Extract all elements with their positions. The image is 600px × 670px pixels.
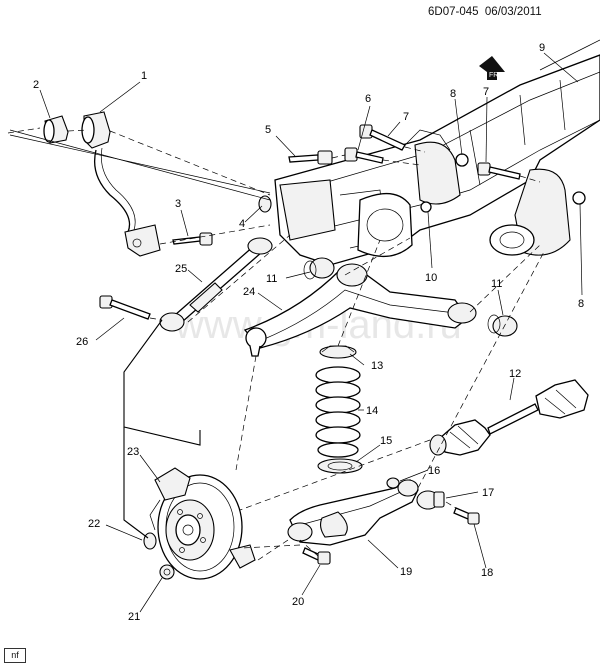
callout-7-right: 7	[483, 86, 489, 98]
coil-spring	[315, 366, 361, 458]
callout-16: 16	[428, 465, 440, 477]
callout-24: 24	[243, 286, 255, 298]
spring-insulator-upper	[319, 345, 357, 359]
callout-1: 1	[141, 70, 147, 82]
bolt-7-upper	[359, 124, 406, 151]
alignment-lines	[7, 127, 546, 561]
callout-3: 3	[175, 198, 181, 210]
reference-frame	[123, 319, 201, 539]
diagram-date: 06/03/2011	[484, 6, 542, 18]
callout-9: 9	[539, 42, 545, 54]
bolt-3	[172, 232, 213, 246]
callout-8-right: 8	[578, 298, 584, 310]
spring-insulator-lower	[317, 458, 363, 474]
callout-numbers: 1 2 3 4 5 6 7 7 8 8 9 10 11 11 12 13 14 …	[33, 42, 584, 623]
bolt-18	[453, 507, 480, 525]
callout-14: 14	[366, 405, 378, 417]
callout-8-upper: 8	[450, 88, 456, 100]
nut-16	[386, 477, 400, 489]
bolt-7-right	[477, 162, 521, 180]
callout-11-left: 11	[266, 273, 277, 285]
callout-leaders	[39, 52, 583, 613]
callout-13: 13	[371, 360, 383, 372]
bolt-6	[344, 147, 384, 164]
front-label: FRT	[489, 72, 503, 79]
rear-subframe	[274, 39, 600, 266]
callout-5: 5	[265, 124, 271, 136]
callout-4: 4	[239, 218, 245, 230]
callout-18: 18	[481, 567, 493, 579]
diagram-code: 6D07-045 06/03/2011	[428, 6, 542, 18]
seal-21	[159, 564, 175, 580]
drive-shaft	[429, 379, 589, 456]
callout-11-right: 11	[491, 278, 502, 290]
diagram-id: 6D07-045	[428, 6, 479, 18]
bolt-20	[302, 547, 331, 565]
callout-15: 15	[380, 435, 392, 447]
callout-12: 12	[509, 368, 521, 380]
stabilizer-bar	[81, 111, 161, 257]
bushing-11-right	[487, 314, 518, 337]
bolt-5	[288, 150, 333, 165]
callout-20: 20	[292, 596, 304, 608]
knuckle-hub	[149, 467, 256, 580]
washer-4	[258, 195, 272, 213]
callout-23: 23	[127, 446, 139, 458]
callout-2: 2	[33, 79, 39, 91]
callout-19: 19	[400, 566, 412, 578]
nut-22	[143, 532, 157, 550]
callout-21: 21	[128, 611, 140, 623]
stabilizer-bushing	[43, 115, 69, 144]
callout-6: 6	[365, 93, 371, 105]
bushing-11-left	[303, 257, 335, 280]
front-direction-arrow: FRT	[479, 56, 505, 80]
lower-control-arm	[287, 479, 419, 546]
bushing-17	[416, 490, 445, 510]
callout-25: 25	[175, 263, 187, 275]
callout-17: 17	[482, 487, 494, 499]
bolt-26	[99, 295, 151, 320]
callout-22: 22	[88, 518, 100, 530]
callout-26: 26	[76, 336, 88, 348]
callout-10: 10	[425, 272, 437, 284]
nf-badge: nf	[4, 648, 26, 663]
callout-7-upper: 7	[403, 111, 409, 123]
